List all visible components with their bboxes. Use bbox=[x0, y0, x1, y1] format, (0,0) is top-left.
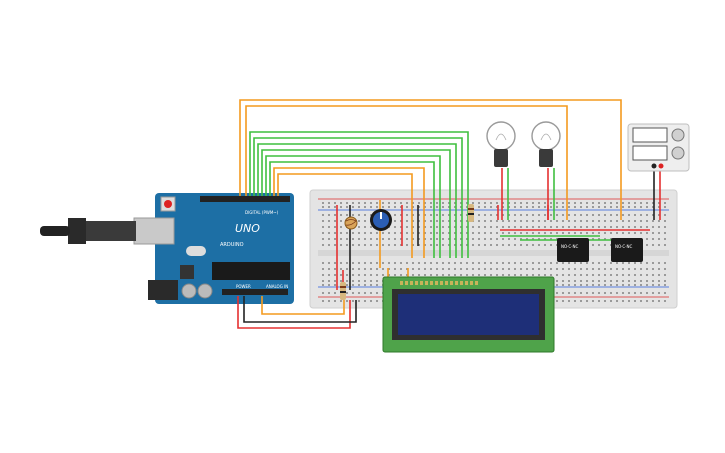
resistor-2 bbox=[340, 282, 346, 300]
atmega-chip bbox=[212, 262, 290, 280]
usb-cable bbox=[40, 218, 136, 244]
photoresistor bbox=[344, 216, 358, 230]
power-supply[interactable] bbox=[627, 123, 690, 172]
reset-button-cap bbox=[164, 200, 172, 208]
arduino-uno-board[interactable]: UNO ARDUINO DIGITAL (PWM~) POWER ANALOG … bbox=[133, 193, 294, 304]
lcd-16x2 bbox=[382, 276, 555, 353]
relay-1-label: NO·C·NC bbox=[561, 244, 578, 249]
psu-knob-1[interactable] bbox=[671, 128, 685, 142]
regulator bbox=[180, 265, 194, 279]
light-bulb-1 bbox=[486, 121, 516, 167]
relay-1: NO·C·NC bbox=[557, 238, 589, 262]
crystal bbox=[186, 246, 206, 256]
power-label: POWER bbox=[236, 284, 251, 289]
lcd-pin-header bbox=[400, 281, 478, 285]
digital-label: DIGITAL (PWM~) bbox=[245, 210, 279, 215]
resistor-1 bbox=[468, 204, 474, 222]
potentiometer[interactable] bbox=[370, 209, 392, 231]
psu-terminal-positive bbox=[658, 163, 664, 169]
psu-knob-2[interactable] bbox=[671, 146, 685, 160]
psu-display-2 bbox=[632, 145, 668, 161]
dc-jack bbox=[148, 280, 178, 300]
power-analog-header bbox=[222, 289, 288, 295]
light-bulb-2 bbox=[531, 121, 561, 167]
capacitor-2 bbox=[197, 283, 213, 299]
usb-port bbox=[133, 217, 175, 245]
analog-label: ANALOG IN bbox=[266, 284, 288, 289]
psu-terminal-negative bbox=[651, 163, 657, 169]
relay-2: NO·C·NC bbox=[611, 238, 643, 262]
relay-2-label: NO·C·NC bbox=[615, 244, 632, 249]
lcd-screen bbox=[398, 294, 539, 335]
board-logo: UNO bbox=[235, 222, 260, 235]
digital-header bbox=[200, 196, 290, 202]
capacitor-1 bbox=[181, 283, 197, 299]
wires bbox=[237, 99, 661, 329]
psu-display-1 bbox=[632, 127, 668, 143]
board-brand: ARDUINO bbox=[220, 242, 244, 248]
